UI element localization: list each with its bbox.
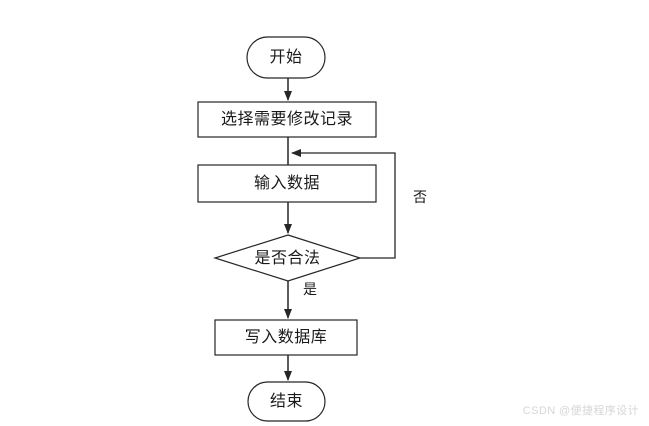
node-end-shape[interactable] — [247, 381, 326, 422]
edge-check-no-loop — [291, 149, 396, 259]
node-write-shape[interactable] — [214, 319, 358, 356]
node-input-label: 输入数据 — [253, 175, 320, 192]
node-select-shape[interactable] — [197, 101, 377, 138]
node-select-label: 选择需要修改记录 — [220, 111, 353, 128]
node-start-label: 开始 — [269, 49, 303, 66]
edge-label-yes: 是 — [303, 283, 317, 298]
node-check-label: 是否合法 — [254, 250, 321, 267]
node-write-label: 写入数据库 — [244, 329, 328, 346]
node-end-label: 结束 — [269, 393, 303, 410]
node-start-shape[interactable] — [246, 36, 326, 79]
edge-label-no: 否 — [413, 191, 427, 206]
watermark-text: CSDN @便捷程序设计 — [522, 405, 639, 417]
node-input-shape[interactable] — [197, 164, 377, 203]
